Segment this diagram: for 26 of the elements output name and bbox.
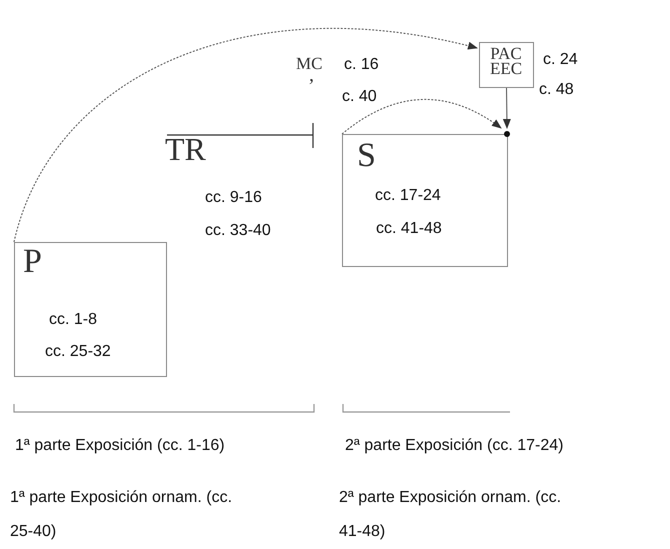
section-letter: TR [165,140,206,159]
measure-number: c. 48 [539,80,574,99]
section-caption: 1ª parte Exposición (cc. 1-16) [15,436,225,455]
measure-range: cc. 1-8 [49,311,98,329]
section-caption: 2ª parte Exposición ornam. (cc. 41-48) [339,488,562,542]
section-letter: P [23,243,42,280]
measure-range: cc. 41-48 [376,220,442,238]
section-box [14,242,167,377]
section-caption: 1ª parte Exposición ornam. (cc. 25-40) [10,488,234,542]
measure-range: cc. 17-24 [375,187,441,205]
measure-number: c. 24 [543,50,578,69]
dotted-arrow [14,28,478,242]
measure-range: cc. 9-16 [205,188,262,207]
section-letter: S [357,137,376,174]
measure-range: cc. 25-32 [45,343,111,361]
cadence-box [479,42,534,88]
cadence-label: PAC EEC [488,46,524,76]
measure-number: c. 40 [342,87,377,106]
measure-range: cc. 33-40 [205,221,271,240]
marker-label: MC [296,54,322,73]
section-box [342,134,508,267]
end-point-dot [504,131,510,137]
measure-number: c. 16 [344,55,379,74]
dotted-arrow [342,99,502,134]
section-caption: 2ª parte Exposición (cc. 17-24) [345,436,564,455]
arrow [502,88,511,129]
